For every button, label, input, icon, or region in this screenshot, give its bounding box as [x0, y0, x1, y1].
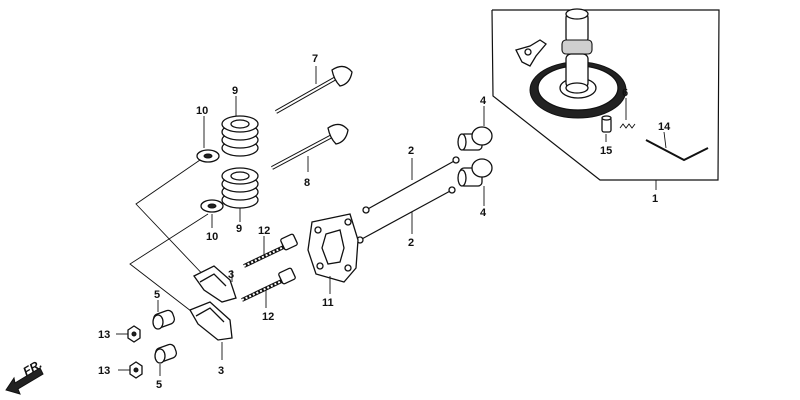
front-direction-arrow: FR. — [5, 357, 44, 395]
push-rod-lower — [356, 186, 456, 244]
exhaust-valve-8 — [271, 123, 349, 170]
front-arrow-icon — [5, 367, 44, 395]
spring-6 — [619, 123, 636, 129]
callout-5-upper: 5 — [154, 289, 160, 301]
guide-line-lower — [129, 213, 209, 319]
pivot-bolt-lower — [241, 267, 296, 302]
pivot-bolt-upper — [243, 233, 298, 268]
callout-3-upper: 3 — [228, 269, 234, 281]
valve-spring-lower — [221, 167, 259, 209]
callout-1: 1 — [652, 193, 658, 205]
lock-nut-lower — [129, 361, 143, 379]
adjusting-sleeve-lower — [154, 343, 178, 364]
callout-9-lower: 9 — [236, 223, 242, 235]
push-rod-upper — [362, 156, 460, 214]
leader-14 — [663, 131, 667, 149]
rocker-arm-upper — [193, 265, 237, 303]
callout-4-upper: 4 — [480, 95, 487, 107]
tappet-lower — [457, 158, 493, 187]
callout-10-lower: 10 — [206, 231, 218, 243]
callout-12-upper: 12 — [258, 225, 270, 237]
callout-13-upper: 13 — [98, 329, 110, 341]
callout-2-lower: 2 — [408, 237, 414, 249]
camshaft — [561, 8, 593, 94]
callout-10-upper: 10 — [196, 105, 208, 117]
callout-5-lower: 5 — [156, 379, 162, 391]
callout-6: 6 — [622, 87, 628, 99]
callout-8: 8 — [304, 177, 310, 189]
rod-14 — [645, 139, 709, 162]
intake-valve-7 — [275, 65, 353, 114]
guide-line-upper — [135, 159, 211, 283]
callout-11: 11 — [322, 297, 334, 309]
callout-4-lower: 4 — [480, 207, 487, 219]
callout-2-upper: 2 — [408, 145, 414, 157]
callout-7: 7 — [312, 53, 318, 65]
camshaft-assembly-group — [491, 8, 720, 190]
rocker-arm-lower — [189, 301, 233, 341]
adjusting-sleeve-upper — [152, 309, 176, 330]
spring-retainer-upper — [196, 149, 220, 163]
assembly-frame — [491, 9, 720, 181]
callout-3-lower: 3 — [218, 365, 224, 377]
spring-retainer-lower — [200, 199, 224, 213]
valve-spring-upper — [221, 115, 259, 157]
callout-14: 14 — [658, 121, 671, 133]
tappet-upper — [457, 126, 493, 151]
lock-nut-upper — [127, 325, 141, 343]
callout-labels: 1 2 2 3 3 4 4 5 5 6 7 8 9 9 10 10 11 12 … — [98, 53, 671, 391]
callout-15: 15 — [600, 145, 612, 157]
callout-12-lower: 12 — [262, 311, 274, 323]
callout-9-upper: 9 — [232, 85, 238, 97]
push-rod-guide-plate — [307, 213, 359, 283]
weight-pivot — [524, 48, 532, 56]
pin-15 — [601, 115, 612, 133]
callout-13-lower: 13 — [98, 365, 110, 377]
